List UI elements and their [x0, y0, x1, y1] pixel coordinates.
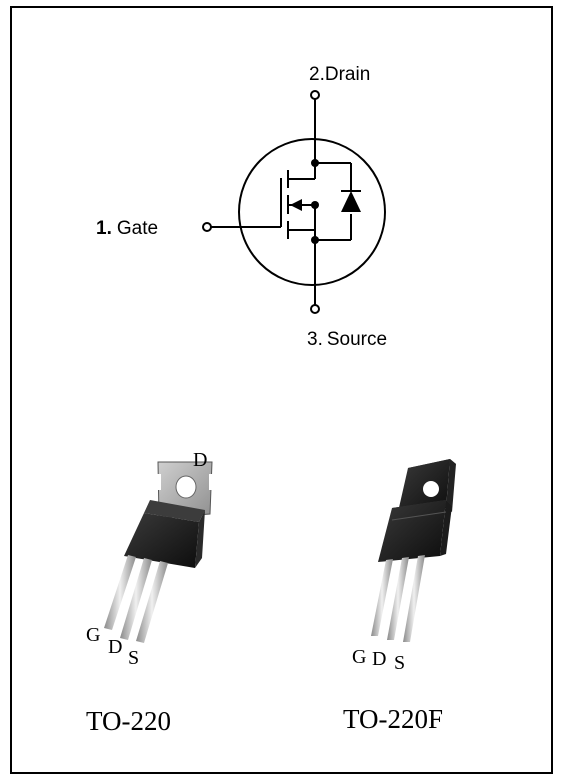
- to220-lead-d: [120, 558, 152, 640]
- gate-label: 1.Gate: [96, 218, 158, 239]
- junction-dot-drain: [311, 159, 319, 167]
- to220f-pin-g: G: [352, 646, 366, 668]
- to220-body-top: [144, 500, 205, 522]
- to220f-mounting-hole: [423, 481, 439, 497]
- to220-package: [104, 461, 214, 643]
- to220-pin-s: S: [128, 647, 139, 669]
- to220f-body-ridge: [391, 511, 447, 521]
- source-label: 3.Source: [307, 329, 387, 350]
- to220-body: [124, 513, 199, 568]
- to220-tab-label: D: [193, 449, 207, 471]
- diode-triangle: [341, 191, 361, 212]
- to220f-pin-s: S: [394, 652, 405, 674]
- to220f-package: [371, 459, 456, 642]
- source-terminal: [310, 304, 320, 314]
- to220-pin-g: G: [86, 624, 100, 646]
- to220-tab-notch-right: [209, 474, 214, 490]
- to220f-pin-d: D: [372, 648, 386, 670]
- to220f-name: TO-220F: [343, 704, 443, 734]
- gate-terminal: [202, 222, 212, 232]
- to220-tab-notch-left: [156, 474, 161, 490]
- to220f-body-side: [440, 500, 452, 556]
- to220-pin-d: D: [108, 636, 122, 658]
- to220-name: TO-220: [86, 706, 171, 736]
- to220-body-side: [195, 510, 205, 568]
- mosfet-symbol: [202, 90, 386, 314]
- to220f-lead-s: [403, 555, 425, 642]
- junction-dot-body: [311, 201, 319, 209]
- to220f-body: [378, 500, 446, 562]
- drain-terminal: [310, 90, 320, 100]
- to220f-tab-side: [446, 459, 456, 512]
- to220f-lead-d: [387, 557, 409, 640]
- to220-mounting-hole: [175, 475, 197, 499]
- drain-label: 2.Drain: [309, 64, 370, 85]
- to220-lead-g: [104, 555, 136, 630]
- symbol-circle: [238, 138, 386, 286]
- junction-dot-source: [311, 236, 319, 244]
- to220-lead-s: [136, 561, 168, 643]
- body-arrow: [290, 199, 302, 211]
- diagram-frame: [10, 6, 553, 774]
- to220f-lead-g: [371, 559, 393, 636]
